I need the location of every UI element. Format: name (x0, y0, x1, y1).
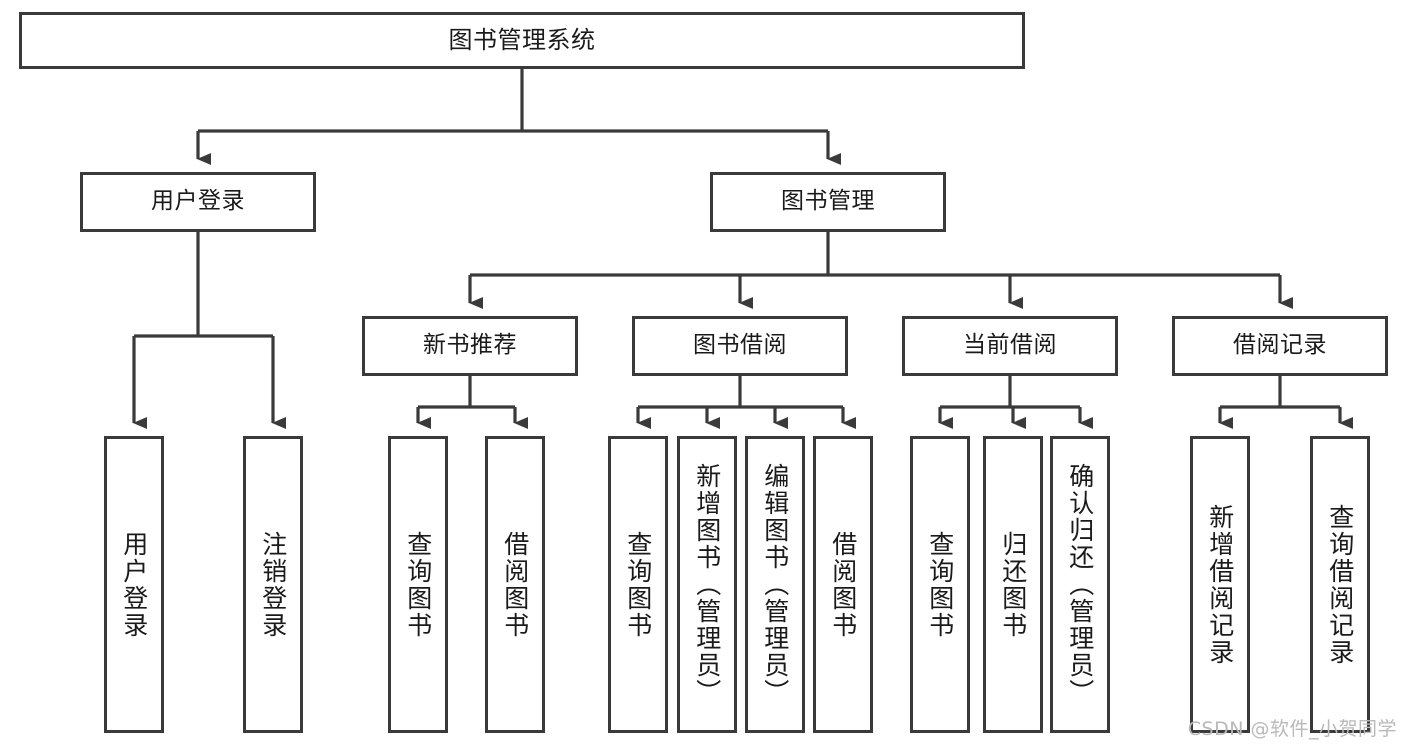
leaf-logout[interactable]: 注销登录 (243, 436, 303, 733)
leaf-user-login[interactable]: 用户登录 (104, 436, 164, 733)
leaf-borrow-book[interactable]: 借阅图书 (813, 436, 873, 733)
leaf-query-borrow-record-label: 查询借阅记录 (1325, 503, 1355, 666)
leaf-edit-book-admin[interactable]: 编辑图书（管理员） (745, 436, 805, 733)
node-borrow-record[interactable]: 借阅记录 (1172, 316, 1388, 376)
node-new-book-recommend-label: 新书推荐 (423, 332, 517, 359)
node-book-management[interactable]: 图书管理 (710, 172, 946, 232)
leaf-query-borrow-record[interactable]: 查询借阅记录 (1310, 436, 1370, 733)
leaf-query-book-recommend-label: 查询图书 (403, 530, 433, 639)
leaf-edit-book-admin-label: 编辑图书（管理员） (760, 463, 790, 706)
leaf-query-book-recommend[interactable]: 查询图书 (388, 436, 448, 733)
node-user-login[interactable]: 用户登录 (80, 172, 316, 232)
node-root-label: 图书管理系统 (448, 26, 596, 55)
leaf-borrow-book-recommend-label: 借阅图书 (500, 530, 530, 639)
node-book-borrow-label: 图书借阅 (693, 332, 787, 359)
leaf-user-login-label: 用户登录 (119, 530, 149, 639)
leaf-return-book-label: 归还图书 (998, 530, 1028, 639)
node-book-borrow[interactable]: 图书借阅 (632, 316, 848, 376)
node-current-borrow-label: 当前借阅 (963, 332, 1057, 359)
leaf-add-book-admin[interactable]: 新增图书（管理员） (677, 436, 737, 733)
leaf-confirm-return-admin[interactable]: 确认归还（管理员） (1050, 436, 1110, 733)
leaf-logout-label: 注销登录 (258, 530, 288, 639)
leaf-query-book-borrow[interactable]: 查询图书 (608, 436, 668, 733)
leaf-add-book-admin-label: 新增图书（管理员） (692, 463, 722, 706)
node-new-book-recommend[interactable]: 新书推荐 (362, 316, 578, 376)
node-borrow-record-label: 借阅记录 (1233, 332, 1327, 359)
leaf-add-borrow-record-label: 新增借阅记录 (1205, 503, 1235, 666)
leaf-add-borrow-record[interactable]: 新增借阅记录 (1190, 436, 1250, 733)
leaf-query-book-current[interactable]: 查询图书 (910, 436, 970, 733)
node-book-management-label: 图书管理 (781, 188, 875, 215)
leaf-query-book-current-label: 查询图书 (925, 530, 955, 639)
leaf-confirm-return-admin-label: 确认归还（管理员） (1065, 463, 1095, 706)
csdn-watermark: CSDN @软件_小贺同学 (1187, 718, 1397, 740)
node-user-login-label: 用户登录 (151, 188, 245, 215)
node-root[interactable]: 图书管理系统 (19, 12, 1025, 69)
leaf-return-book[interactable]: 归还图书 (983, 436, 1043, 733)
node-current-borrow[interactable]: 当前借阅 (902, 316, 1118, 376)
leaf-query-book-borrow-label: 查询图书 (623, 530, 653, 639)
leaf-borrow-book-recommend[interactable]: 借阅图书 (485, 436, 545, 733)
leaf-borrow-book-label: 借阅图书 (828, 530, 858, 639)
